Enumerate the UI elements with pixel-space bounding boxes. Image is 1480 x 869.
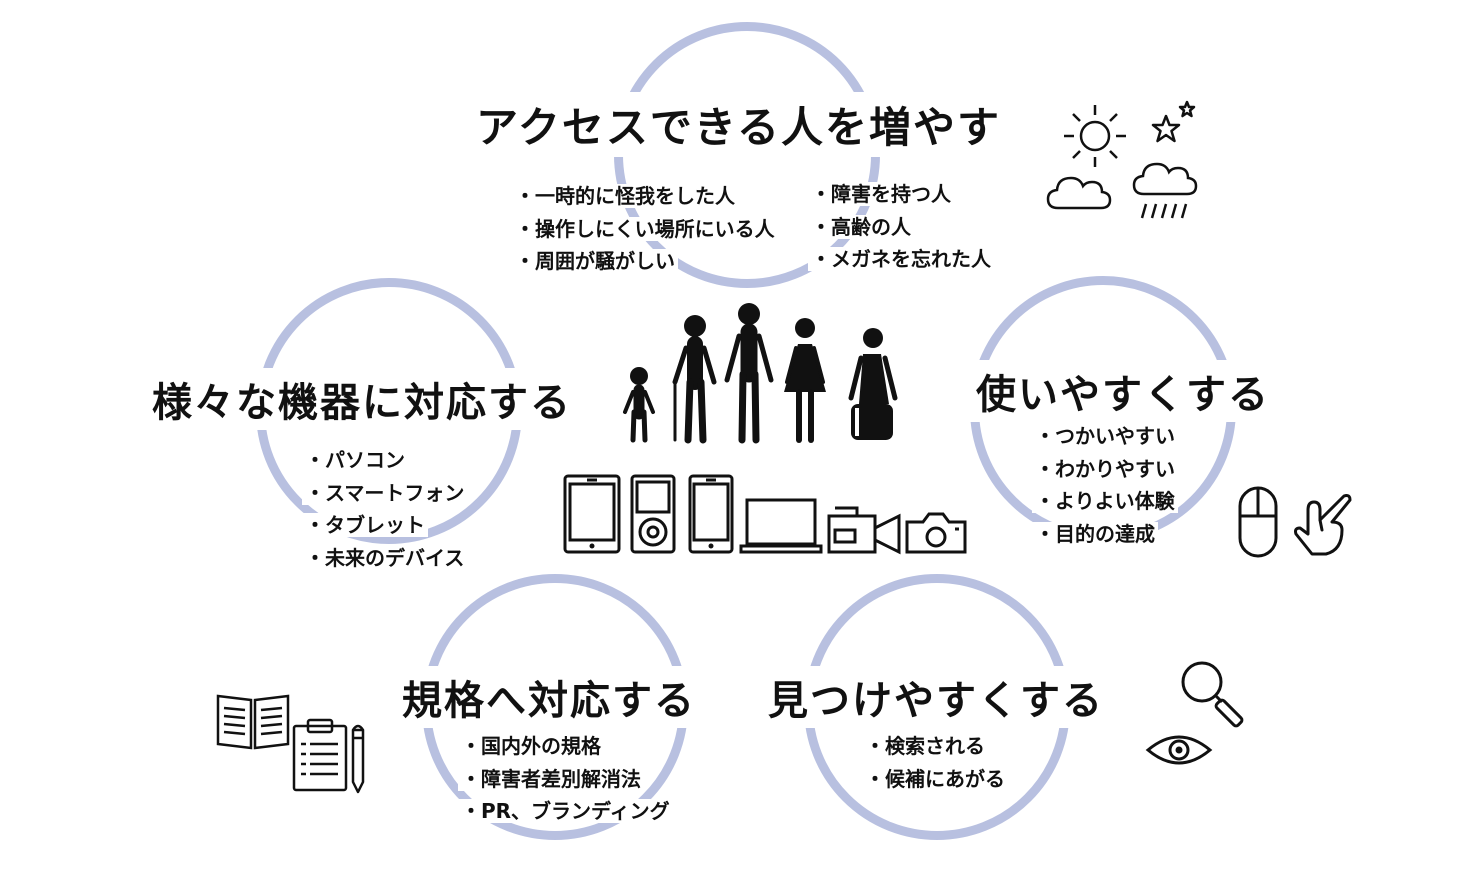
access-title: アクセスできる人を増やす [468, 92, 1010, 157]
list-item: ・国内外の規格 [458, 730, 673, 763]
tablet-icon [563, 474, 621, 554]
smartphone-icon [688, 474, 734, 554]
list-item: ・障害者差別解消法 [458, 763, 673, 796]
list-item: ・PR、ブランディング [458, 795, 673, 828]
list-item: ・メガネを忘れた人 [808, 243, 994, 276]
laptop-icon [739, 498, 823, 554]
cloud-icon [1046, 176, 1112, 210]
access-list-right: ・障害を持つ人 ・高齢の人 ・メガネを忘れた人 [808, 178, 994, 276]
music-player-icon [630, 474, 676, 554]
clipboard-icon [292, 718, 348, 792]
list-item: ・検索される [862, 730, 1008, 763]
eye-icon [1145, 735, 1213, 765]
pointing-hand-icon [1294, 494, 1352, 556]
list-item: ・スマートフォン [302, 477, 468, 510]
list-item: ・パソコン [302, 444, 467, 477]
list-item: ・操作しにくい場所にいる人 [512, 213, 778, 246]
usability-list: ・つかいやすい ・わかりやすい ・よりよい体験 ・目的の達成 [1032, 420, 1178, 550]
findability-title: 見つけやすくする [760, 666, 1112, 728]
findability-list: ・検索される ・候補にあがる [862, 730, 1008, 795]
list-item: ・タブレット [302, 509, 467, 542]
stars-icon [1151, 100, 1196, 143]
usability-title: 使いやすくする [968, 360, 1278, 422]
standards-title: 規格へ対応する [394, 666, 704, 728]
list-item: ・一時的に怪我をした人 [512, 180, 778, 213]
list-item: ・よりよい体験 [1032, 485, 1178, 518]
camera-icon [905, 512, 967, 554]
list-item: ・候補にあがる [862, 763, 1008, 796]
sun-icon [1064, 105, 1126, 167]
list-item: ・障害を持つ人 [808, 178, 994, 211]
list-item: ・未来のデバイス [302, 542, 468, 575]
open-book-icon [216, 694, 290, 750]
access-list-left: ・一時的に怪我をした人 ・操作しにくい場所にいる人 ・周囲が騒がしい [512, 180, 778, 278]
list-item: ・高齢の人 [808, 211, 994, 244]
list-item: ・目的の達成 [1032, 518, 1178, 551]
pencil-icon [351, 724, 365, 794]
family-people-icon [623, 303, 898, 444]
mouse-icon [1238, 486, 1278, 558]
video-camera-icon [827, 506, 901, 555]
devices-title: 様々な機器に対応する [144, 368, 580, 430]
magnifier-icon [1181, 661, 1244, 728]
standards-list: ・国内外の規格 ・障害者差別解消法 ・PR、ブランディング [458, 730, 673, 828]
rain-cloud-icon [1132, 162, 1198, 219]
list-item: ・わかりやすい [1032, 453, 1178, 486]
devices-list: ・パソコン ・スマートフォン ・タブレット ・未来のデバイス [302, 444, 468, 575]
list-item: ・つかいやすい [1032, 420, 1178, 453]
list-item: ・周囲が騒がしい [512, 245, 778, 278]
